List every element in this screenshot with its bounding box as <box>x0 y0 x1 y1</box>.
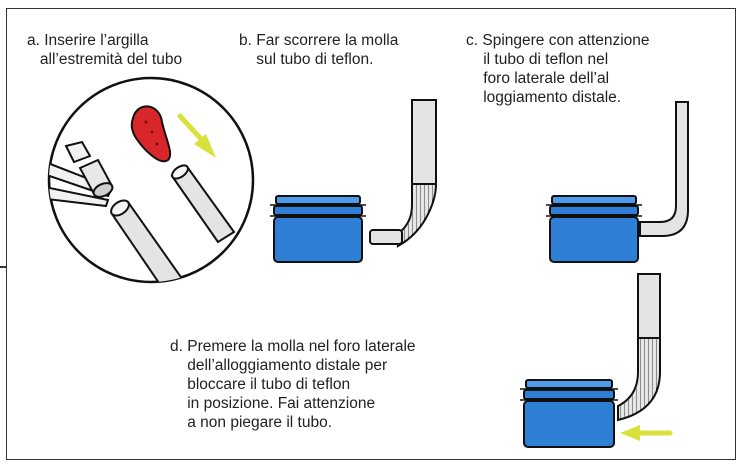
teflon-tube <box>110 199 192 282</box>
teflon-tube-end <box>369 229 403 245</box>
step-d-text: d. Premere la molla nel foro laterale de… <box>170 338 416 431</box>
step-b-text: b. Far scorrere la molla sul tubo di tef… <box>239 32 399 68</box>
step-d-figure <box>520 273 673 448</box>
distal-housing <box>546 195 642 263</box>
step-a-text: a. Inserire l’argilla all’estremità del … <box>27 32 183 68</box>
teflon-tube <box>639 101 689 237</box>
teflon-tube <box>411 99 437 185</box>
step-b-figure <box>270 99 438 263</box>
edge-line <box>0 266 7 268</box>
distal-housing <box>270 195 366 263</box>
direction-arrow <box>177 113 216 158</box>
direction-arrow <box>620 425 673 441</box>
distal-housing <box>520 379 618 448</box>
spring-coil <box>617 337 661 422</box>
detail-circle <box>47 76 255 284</box>
clay-piece <box>130 105 172 163</box>
teflon-tube-2 <box>170 164 236 244</box>
clay-cylinder <box>78 158 114 198</box>
teflon-tube <box>637 273 661 339</box>
step-c-text: c. Spingere con attenzione il tubo di te… <box>466 32 650 106</box>
step-c-figure <box>546 101 689 263</box>
spring-coil <box>396 183 438 248</box>
